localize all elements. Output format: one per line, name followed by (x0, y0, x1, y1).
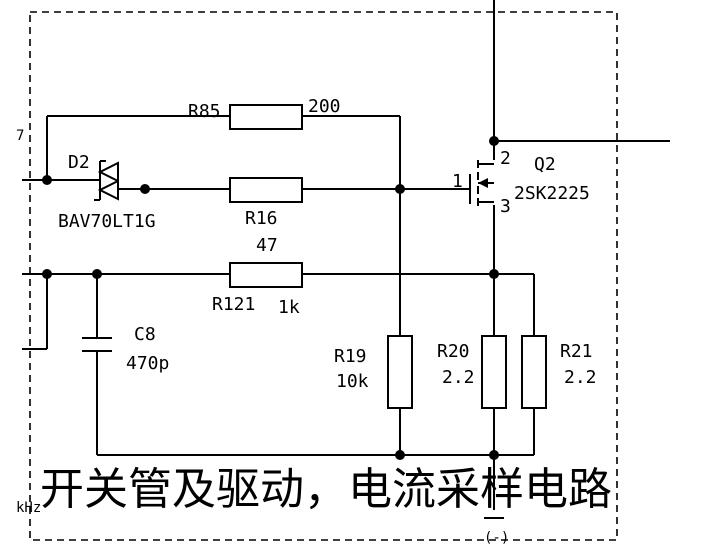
resistor-r19-body (387, 335, 413, 409)
c8-ref-label: C8 (134, 324, 156, 345)
d2-part-label: BAV70LT1G (58, 211, 156, 232)
r121-value-label: 1k (278, 297, 300, 318)
resistor-r20-body (481, 335, 507, 409)
q2-source-pin-label: 3 (500, 196, 511, 217)
resistor-r121-body (229, 262, 303, 288)
module-boundary (29, 11, 618, 541)
q2-gate-pin-label: 1 (452, 171, 463, 192)
q2-drain-pin-label: 2 (500, 148, 511, 169)
left-edge-fragment-bottom: kHz (16, 500, 41, 516)
r20-value-label: 2.2 (442, 367, 475, 388)
r85-ref-label: R85 (188, 101, 221, 122)
resistor-r21-body (521, 335, 547, 409)
capacitor-c8-symbol (82, 337, 112, 352)
r19-value-label: 10k (336, 371, 369, 392)
r16-value-label: 47 (256, 235, 278, 256)
q2-ref-label: Q2 (534, 154, 556, 175)
c8-value-label: 470p (126, 353, 169, 374)
resistor-r16-body (229, 177, 303, 203)
r121-ref-label: R121 (212, 294, 255, 315)
mosfet-q2-symbol (469, 160, 494, 206)
ground-label: (-) (484, 530, 509, 546)
q2-part-label: 2SK2225 (514, 183, 590, 204)
diagram-caption: 开关管及驱动，电流采样电路 (40, 464, 612, 515)
left-edge-fragment-top: 7 (16, 128, 24, 144)
diode-d2-symbol (94, 160, 145, 201)
wires (22, 0, 670, 519)
r21-value-label: 2.2 (564, 367, 597, 388)
d2-ref-label: D2 (68, 152, 90, 173)
r16-ref-label: R16 (245, 208, 278, 229)
junction-dots (42, 136, 499, 460)
r85-value-label: 200 (308, 96, 341, 117)
resistor-r85-body (229, 104, 303, 130)
r21-ref-label: R21 (560, 341, 593, 362)
r20-ref-label: R20 (437, 341, 470, 362)
r19-ref-label: R19 (334, 346, 367, 367)
